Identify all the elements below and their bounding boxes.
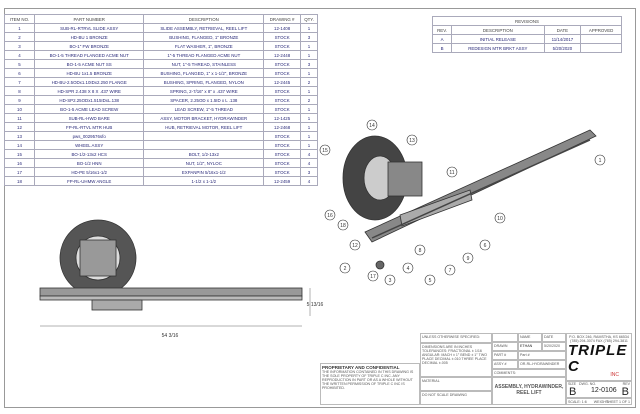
bom-cell: 1-1/2 x 1-1/2 [143, 176, 265, 186]
drawn-label: DRAWN [492, 342, 518, 351]
iso-view [342, 129, 597, 270]
assy-label: ASSY # [492, 360, 518, 369]
revision-cell [580, 43, 622, 53]
unless-note: UNLESS OTHERWISE SPECIFIED: [420, 333, 492, 343]
drawing-number: 12-0106 [591, 387, 617, 394]
balloon-number: 18 [340, 223, 346, 229]
balloon-circle [444, 264, 456, 276]
material: MATERIAL [420, 377, 492, 391]
rev-label: REV [622, 382, 630, 386]
balloon-circle [494, 212, 506, 224]
balloon-circle [367, 270, 379, 282]
sheet-number: SHEET 1 OF 1 [606, 400, 630, 404]
drawn-date: 5/20/2020 [542, 342, 566, 351]
balloon-number: 16 [327, 213, 333, 219]
size-label: SIZE [568, 382, 576, 386]
bom-cell: FP-RL-UHMW ANGLE [33, 176, 145, 186]
title-block: PROPRIETARY AND CONFIDENTIAL THE INFORMA… [320, 333, 632, 405]
side-view [39, 219, 311, 327]
balloon-number: 11 [449, 170, 454, 176]
comments-label: COMMENTS: [492, 369, 566, 377]
balloon-number: 2 [344, 266, 347, 272]
balloon-circle [324, 209, 336, 221]
balloon-circle [402, 262, 414, 274]
bom-cell: 12-2459 [263, 176, 302, 186]
balloon-number: 17 [370, 274, 376, 280]
part-label: PART # [492, 351, 518, 360]
part-value: Part # [518, 351, 566, 360]
no-scale-note: DO NOT SCALE DRAWING [420, 391, 492, 405]
weight: WEIGHT: [593, 400, 609, 404]
balloon-number: 10 [497, 216, 503, 222]
balloon-number: 4 [407, 266, 410, 272]
company-logo: TRIPLE C [568, 342, 628, 375]
balloon-number: 14 [369, 123, 375, 129]
name-header: NAME [518, 333, 542, 342]
sheet-border [4, 8, 636, 408]
proprietary-title: PROPRIETARY AND CONFIDENTIAL [322, 365, 400, 370]
date-header: DATE [542, 333, 566, 342]
balloon-number: 13 [409, 138, 415, 144]
balloon-number: 9 [467, 256, 470, 262]
revision-cell: B [431, 43, 453, 53]
balloon-circle [319, 144, 331, 156]
assy-value: OR-RL-HYDRAWINDER [518, 360, 566, 369]
revision-letter: B [621, 386, 629, 398]
balloon-number: 1 [599, 158, 602, 164]
length-dimension: 54 3/16 [162, 333, 179, 339]
height-dimension: 5 13/16 [307, 302, 324, 308]
drawing-title: ASSEMBLY, HYDRAWINDER, REEL LIFT [492, 377, 566, 405]
balloon-circle [406, 134, 418, 146]
sheet-size: B [569, 386, 577, 398]
slide-rail-side [39, 287, 303, 297]
balloon-number: 8 [419, 248, 422, 254]
balloon-circle [339, 262, 351, 274]
balloon-circle [414, 244, 426, 256]
balloon-number: 12 [352, 243, 358, 249]
balloon-circle [462, 252, 474, 264]
balloon-circle [384, 274, 396, 286]
revision-cell: REDESIGN MTR BRKT ASSY [451, 43, 545, 53]
dwg-label: DWG. NO. [579, 382, 597, 386]
bom-cell: 4 [300, 176, 318, 186]
balloon-number: 3 [389, 278, 392, 284]
tolerances: DIMENSIONS ARE IN INCHES TOLERANCES: FRA… [420, 343, 492, 377]
proprietary-text: THE INFORMATION CONTAINED IN THIS DRAWIN… [322, 370, 414, 390]
scale: SCALE: 1:6 [568, 400, 587, 404]
balloon-circle [349, 239, 361, 251]
balloon-number: 15 [322, 148, 328, 154]
balloon-number: 5 [429, 278, 432, 284]
balloon-circle [337, 219, 349, 231]
balloon-circle [446, 166, 458, 178]
balloon-number: 7 [449, 268, 452, 274]
balloon-circle [424, 274, 436, 286]
balloon-circle [594, 154, 606, 166]
balloon-number: 6 [484, 243, 487, 249]
balloon-circle [479, 239, 491, 251]
balloon-circle [366, 119, 378, 131]
company-logo-inc: INC [610, 372, 619, 378]
drawn-name: ETHAN [518, 342, 542, 351]
company-address: P.O. BOX 246, RAMSTHA, KS 66534 (785) 29… [569, 335, 629, 343]
